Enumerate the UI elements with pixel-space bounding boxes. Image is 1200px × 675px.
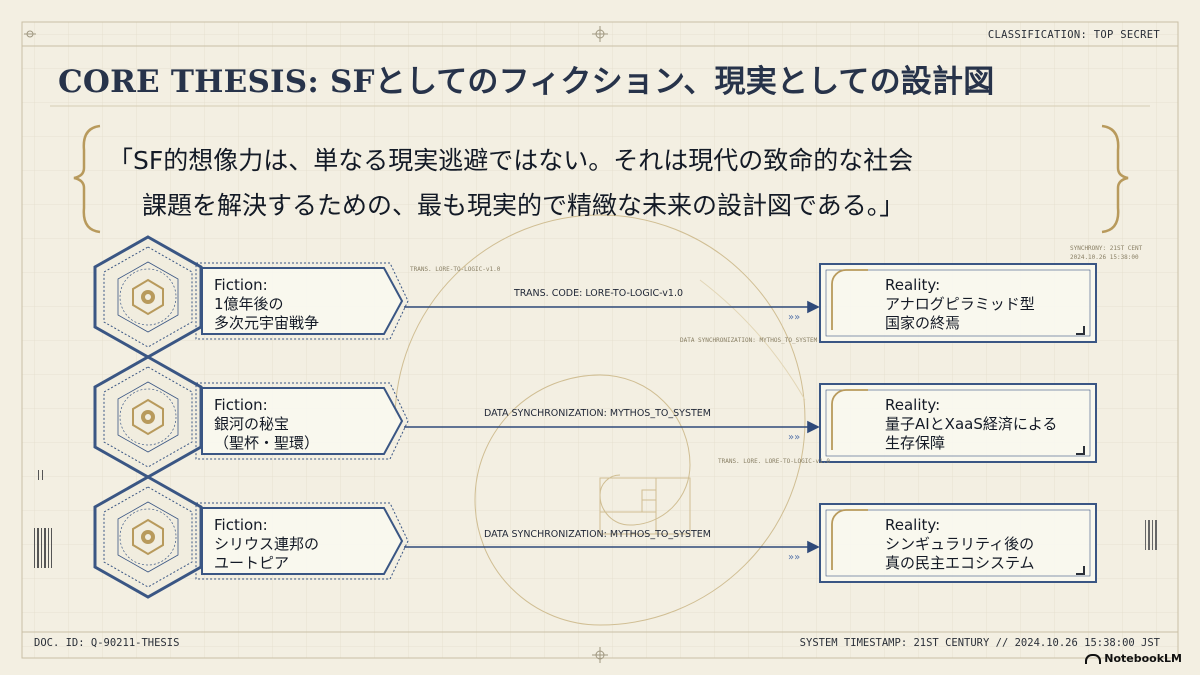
classification-label: CLASSIFICATION: TOP SECRET bbox=[987, 29, 1160, 41]
synchrony-time-annotation: 2024.10.26 15:38:00 bbox=[1070, 254, 1139, 261]
page-title: CORE THESIS: SFとしてのフィクション、現実としての設計図 bbox=[58, 64, 995, 100]
data-sync-annotation: DATA SYNCHRONIZATION: MYTHOS_TO_SYSTEM bbox=[680, 337, 818, 344]
system-timestamp: SYSTEM TIMESTAMP: 21ST CENTURY // 2024.1… bbox=[799, 637, 1160, 649]
svg-text:»»: »» bbox=[788, 552, 800, 563]
reality-title: Reality: bbox=[885, 276, 941, 294]
arrow-label-3: DATA SYNCHRONIZATION: MYTHOS_TO_SYSTEM bbox=[484, 529, 711, 540]
fiction-card-2: Fiction: 銀河の秘宝 （聖杯・聖環） bbox=[214, 396, 319, 453]
thesis-quote-line-1: 「SF的想像力は、単なる現実逃避ではない。それは現代の致命的な社会 bbox=[108, 146, 914, 175]
fiction-text-line-2: ユートピア bbox=[214, 554, 290, 572]
reality-card-2: Reality: 量子AIとXaaS経済による 生存保障 bbox=[885, 396, 1057, 453]
svg-text:»»: »» bbox=[788, 312, 800, 323]
notebook-logo-icon bbox=[1085, 654, 1102, 664]
reality-text-line-2: 生存保障 bbox=[885, 434, 946, 452]
svg-text:»»: »» bbox=[788, 432, 800, 443]
fiction-title: Fiction: bbox=[214, 516, 268, 534]
reality-text-line-1: シンギュラリティ後の bbox=[885, 535, 1035, 553]
brand-label: NotebookLM bbox=[1104, 652, 1182, 665]
brace-icon bbox=[73, 124, 1129, 234]
synchrony-annotation: SYNCHRONY: 21ST CENT bbox=[1070, 245, 1143, 252]
fiction-text-line-1: 銀河の秘宝 bbox=[214, 415, 290, 433]
trans-code-annotation: TRANS. LORE-TO-LOGIC-v1.0 bbox=[410, 266, 501, 273]
reality-card-3: Reality: シンギュラリティ後の 真の民主エコシステム bbox=[885, 516, 1035, 573]
fiction-text-line-1: 1億年後の bbox=[214, 295, 284, 313]
reality-text-line-1: 量子AIとXaaS経済による bbox=[885, 415, 1058, 433]
reality-text-line-2: 国家の終焉 bbox=[885, 314, 961, 332]
fiction-title: Fiction: bbox=[214, 396, 268, 414]
trans-lore-annotation: TRANS. LORE. LORE-TO-LOGIC-v1.0 bbox=[718, 458, 830, 465]
chevrons-icon: »» »» »» bbox=[788, 312, 800, 563]
fiction-title: Fiction: bbox=[214, 276, 268, 294]
reality-text-line-1: アナログピラミッド型 bbox=[885, 295, 1035, 313]
arrow-label-1: TRANS. CODE: LORE-TO-LOGIC-v1.0 bbox=[514, 288, 684, 299]
fiction-card-1: Fiction: 1億年後の 多次元宇宙戦争 bbox=[214, 276, 319, 333]
thesis-quote-line-2: 課題を解決するための、最も現実的で精緻な未来の設計図である。」 bbox=[142, 191, 905, 220]
reality-text-line-2: 真の民主エコシステム bbox=[885, 554, 1035, 572]
notebooklm-brand: NotebookLM bbox=[1085, 652, 1182, 665]
reality-title: Reality: bbox=[885, 516, 941, 534]
fiction-text-line-2: 多次元宇宙戦争 bbox=[214, 314, 320, 332]
crosshair-icon bbox=[24, 26, 608, 663]
document-id: DOC. ID: Q-90211-THESIS bbox=[34, 637, 180, 649]
arrow-label-2: DATA SYNCHRONIZATION: MYTHOS_TO_SYSTEM bbox=[484, 408, 711, 419]
reality-title: Reality: bbox=[885, 396, 941, 414]
fiction-text-line-2: （聖杯・聖環） bbox=[214, 434, 320, 452]
fiction-card-3: Fiction: シリウス連邦の ユートピア bbox=[214, 516, 319, 573]
reality-card-1: Reality: アナログピラミッド型 国家の終焉 bbox=[885, 276, 1035, 333]
fiction-text-line-1: シリウス連邦の bbox=[214, 535, 320, 553]
